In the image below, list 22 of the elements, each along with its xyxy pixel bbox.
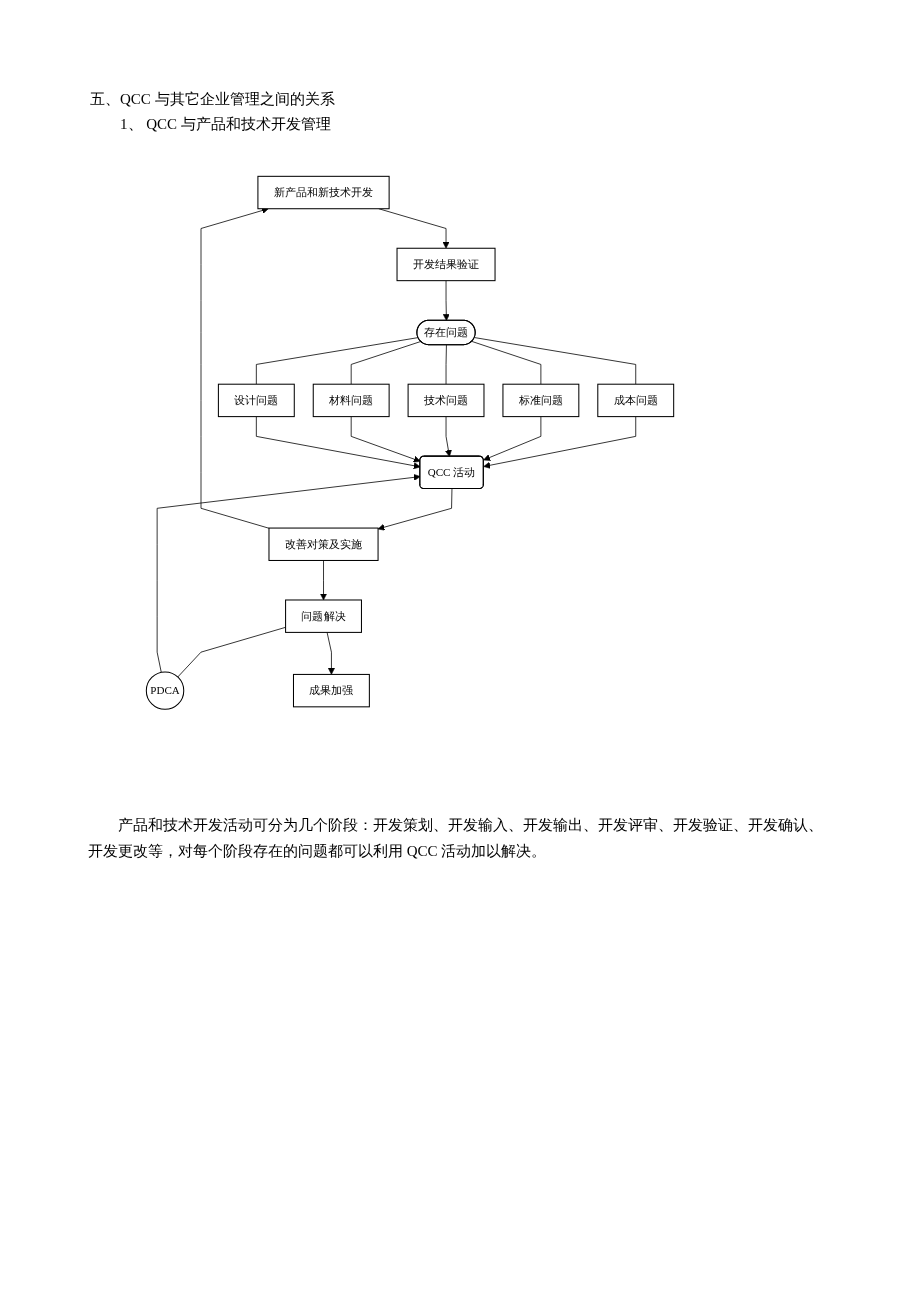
section-heading: 五、QCC 与其它企业管理之间的关系 <box>90 90 335 109</box>
subsection-heading: 1、 QCC 与产品和技术开发管理 <box>120 115 331 134</box>
rounded-process-box: QCC 活动 <box>419 455 484 490</box>
process-box: 标准问题 <box>502 383 580 418</box>
process-box: 新产品和新技术开发 <box>257 175 390 210</box>
body-paragraph: 产品和技术开发活动可分为几个阶段：开发策划、开发输入、开发输出、开发评审、开发验证、开发确认、开发更改等，对每个阶段存在的问题都可以利用 QCC 活动加以解决。 <box>88 816 824 861</box>
process-box: 材料问题 <box>312 383 390 418</box>
process-box: 问题解决 <box>285 599 362 633</box>
circle-node: PDCA <box>145 671 185 710</box>
connector-line <box>471 341 542 385</box>
connector-line <box>255 337 419 385</box>
process-box: 开发结果验证 <box>396 247 496 282</box>
connector-line <box>350 341 422 385</box>
process-box: 成本问题 <box>597 383 675 418</box>
connector-line <box>445 344 447 385</box>
process-box: 技术问题 <box>407 383 485 418</box>
connector-line <box>177 626 286 678</box>
process-box: 改善对策及实施 <box>268 527 379 561</box>
process-box: 成果加强 <box>292 673 370 708</box>
process-box: 设计问题 <box>217 383 295 418</box>
connector-line <box>474 337 637 385</box>
ellipse-node: 存在问题 <box>416 319 476 346</box>
